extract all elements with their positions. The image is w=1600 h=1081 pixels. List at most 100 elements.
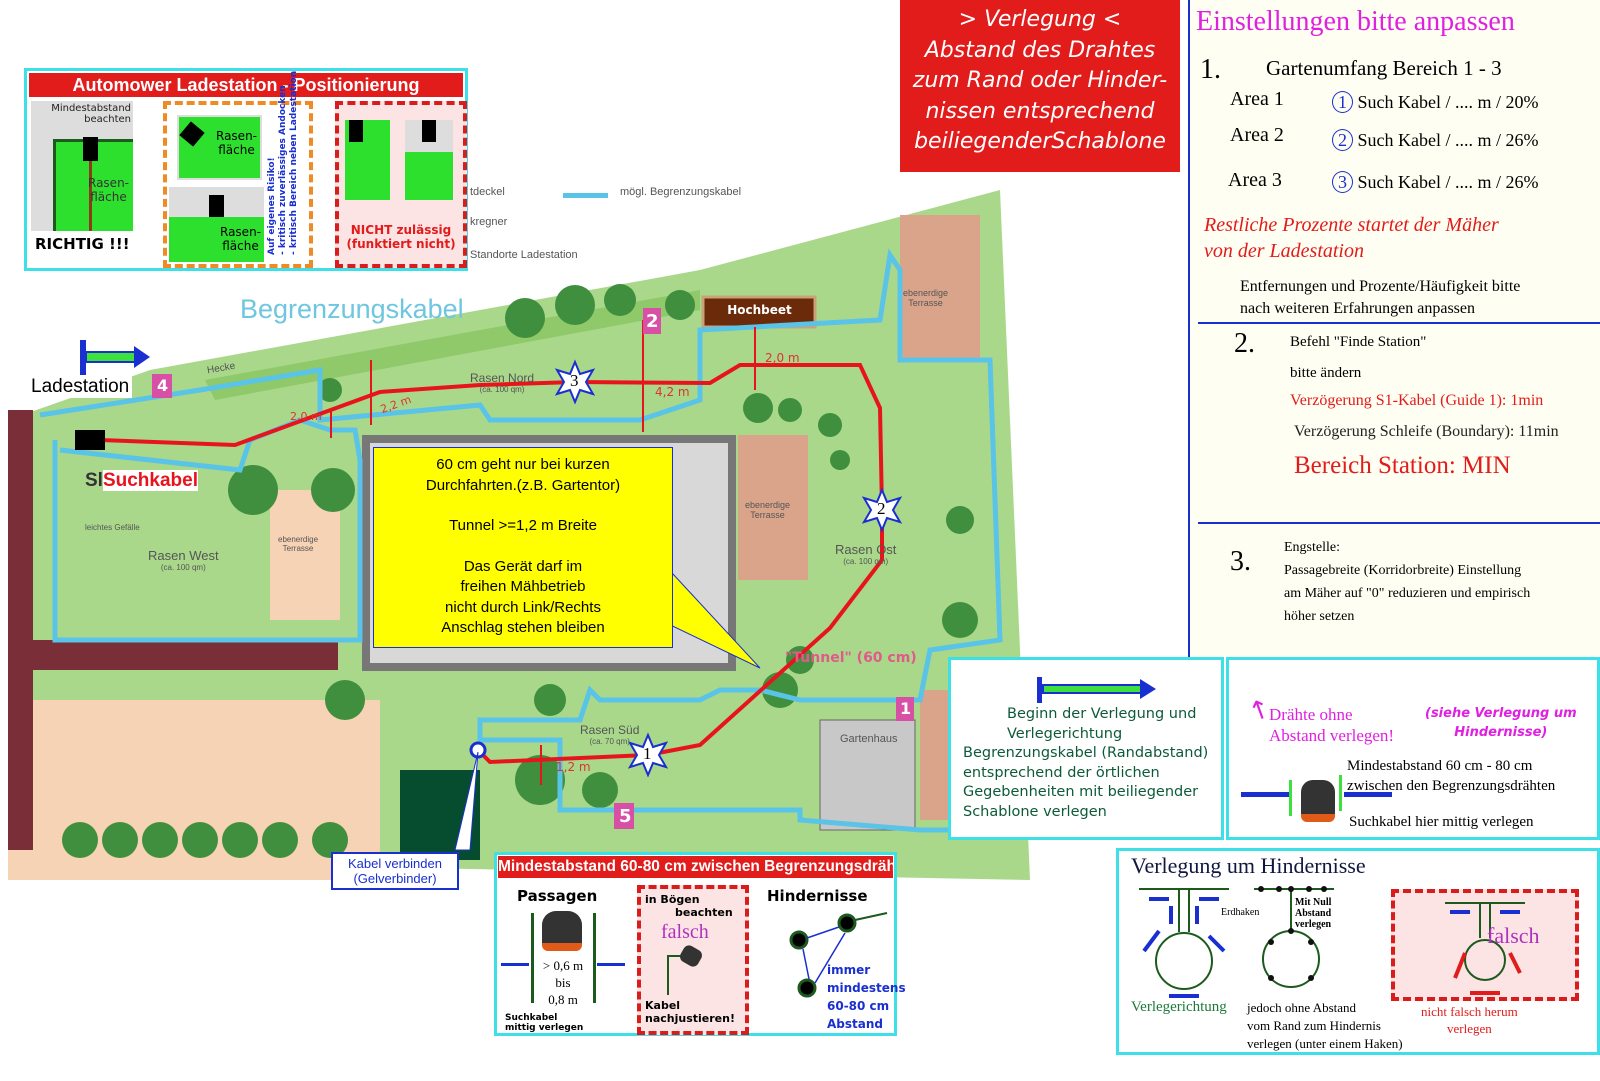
arrow-shaft xyxy=(1042,684,1142,694)
rest-note: Restliche Prozente startet der Mäher von … xyxy=(1204,212,1499,264)
suchkabel-text: Suchkabel xyxy=(102,470,198,491)
star-2-icon: 2 xyxy=(1332,129,1353,151)
text-line: vom Rand zum Hindernis xyxy=(1247,1018,1381,1033)
label-line: mindestens xyxy=(827,981,906,995)
terrace-ne xyxy=(900,215,980,360)
hindernisse-diagrams xyxy=(1139,886,1334,998)
note-line: Abstand des Drahtes xyxy=(924,37,1156,63)
terrasse-line: Terrasse xyxy=(282,544,314,553)
s3-line: Engstelle: xyxy=(1284,540,1340,555)
s3-line: höher setzen xyxy=(1284,609,1355,624)
start-arrow-icon xyxy=(1037,677,1042,703)
area-text: Such Kabel / .... m / 26% xyxy=(1357,172,1539,192)
text-line: Verlegerichtung xyxy=(1007,725,1123,742)
hindernisse-box: Verlegung um Hindernisse Verlegerichtung… xyxy=(1116,848,1600,1055)
boundary-cable-west xyxy=(52,417,363,643)
ladestation-label: Ladestation xyxy=(28,376,133,398)
note-line: nissen entsprechend xyxy=(925,98,1155,124)
label-line: Kabel xyxy=(645,999,681,1012)
divider xyxy=(1198,322,1600,324)
erdhaken-label: Erdhaken xyxy=(1221,907,1260,918)
connector-pointer xyxy=(454,751,479,851)
search-cable xyxy=(99,363,884,765)
label-line: Abstand xyxy=(827,1017,883,1031)
hochbeet-label: Hochbeet xyxy=(727,303,792,317)
label-line: (siehe Verlegung um xyxy=(1425,706,1577,721)
path-west xyxy=(8,410,33,850)
section-3-number: 3. xyxy=(1230,546,1251,577)
label-line: zwischen den Begrenzungsdrähten xyxy=(1347,778,1556,794)
label-line: NICHT zulässig xyxy=(350,223,452,237)
s3-line: Passagebreite (Korridorbreite) Einstellu… xyxy=(1284,563,1522,578)
richtig-label: RICHTIG !!! xyxy=(35,235,130,253)
label-line: beachten xyxy=(675,906,733,919)
beginn-text: Beginn der Verlegung und Verlegerichtung… xyxy=(963,705,1208,822)
risk-text: Auf eigenes Risiko!- kritisch zuverlässi… xyxy=(267,71,300,255)
falsch-label: falsch xyxy=(661,921,709,943)
rasen-nord: Rasen Nord(ca. 100 qm) xyxy=(470,371,534,394)
star-3-label: 3 xyxy=(570,371,579,390)
terrasse-line: ebenerdige xyxy=(903,288,949,298)
marker-5: 5 xyxy=(619,806,632,827)
distance-label: 1,2 m xyxy=(556,760,591,774)
settings-panel: Einstellungen bitte anpassen 1. Gartenum… xyxy=(1188,0,1600,658)
beginn-verlegung-box: Beginn der Verlegung und Verlegerichtung… xyxy=(948,657,1224,840)
note-line: Restliche Prozente startet der Mäher xyxy=(1204,214,1499,236)
section-1-number: 1. xyxy=(1200,54,1221,85)
wire-line xyxy=(1289,780,1292,816)
rasen-name: Rasen Ost xyxy=(835,542,897,557)
s2-line1: Befehl "Finde Station" xyxy=(1290,334,1427,350)
label-line: fläche xyxy=(90,190,127,204)
hindernisse-title: Verlegung um Hindernisse xyxy=(1131,853,1366,878)
area-1-text: 1 Such Kabel / .... m / 20% xyxy=(1332,91,1538,113)
falsch-label: falsch xyxy=(1487,923,1540,948)
note-line: beiliegenderSchablone xyxy=(914,129,1166,154)
label-line: nicht falsch herum xyxy=(1421,1004,1518,1019)
star-1-icon xyxy=(627,732,669,778)
terrasse-line: ebenerdige xyxy=(278,535,319,544)
hint: Entfernungen und Prozente/Häufigkeit bit… xyxy=(1240,276,1520,320)
note-line: von der Ladestation xyxy=(1204,240,1364,262)
area-2-text: 2 Such Kabel / .... m / 26% xyxy=(1332,129,1539,151)
arrow-head xyxy=(1140,679,1156,699)
rasen-size: (ca. 100 qm) xyxy=(843,557,889,566)
note-line: (Gelverbinder) xyxy=(353,871,437,886)
suchkabel-mittig: Suchkabel hier mittig verlegen xyxy=(1349,814,1534,830)
star-1-icon: 1 xyxy=(1332,91,1353,113)
label-line: Mit Null xyxy=(1295,897,1332,908)
callout-line: Durchfahrten.(z.B. Gartentor) xyxy=(425,476,621,494)
suchkabel-prefix: Sl xyxy=(85,470,103,491)
s2-line2: bitte ändern xyxy=(1290,365,1362,381)
marker-1: 1 xyxy=(900,699,912,718)
callout-line: nicht durch Link/Rechts xyxy=(445,598,601,616)
begrenzungskabel-label: Begrenzungskabel xyxy=(240,294,464,324)
arrow-left-icon xyxy=(597,963,625,966)
area-1-label: Area 1 xyxy=(1230,88,1284,110)
arrow-left-icon xyxy=(1344,792,1392,797)
falsch-diagram xyxy=(1445,902,1525,995)
marker-2: 2 xyxy=(646,311,659,332)
terrasse-line: ebenerdige xyxy=(745,500,791,510)
box-title: Mindestabstand 60-80 cm zwischen Begrenz… xyxy=(498,856,893,878)
wire-line xyxy=(593,913,596,1003)
terrace-west xyxy=(270,490,340,620)
label-line: Abstand verlegen! xyxy=(1269,726,1395,745)
callout-line: Tunnel >=1,2 m Breite xyxy=(449,517,597,534)
label-line: > 0,6 m xyxy=(542,958,584,973)
hint-line: nach weiteren Erfahrungen anpassen xyxy=(1240,300,1475,317)
label-line: bis xyxy=(555,975,571,990)
immer-label: immer mindestens 60-80 cm Abstand xyxy=(827,961,906,1033)
text-line: Beginn der Verlegung und xyxy=(1007,706,1197,722)
area-text: Such Kabel / .... m / 26% xyxy=(1357,130,1539,150)
star-3-icon xyxy=(554,359,596,405)
legend-item: tdeckel xyxy=(470,186,505,198)
boundary-delay: Verzögerung Schleife (Boundary): 11min xyxy=(1294,423,1559,440)
s3-line: am Mäher auf "0" reduzieren und empirisc… xyxy=(1284,586,1531,601)
mindestabstand-box: Mindestabstand 60-80 cm zwischen Begrenz… xyxy=(494,852,906,1036)
